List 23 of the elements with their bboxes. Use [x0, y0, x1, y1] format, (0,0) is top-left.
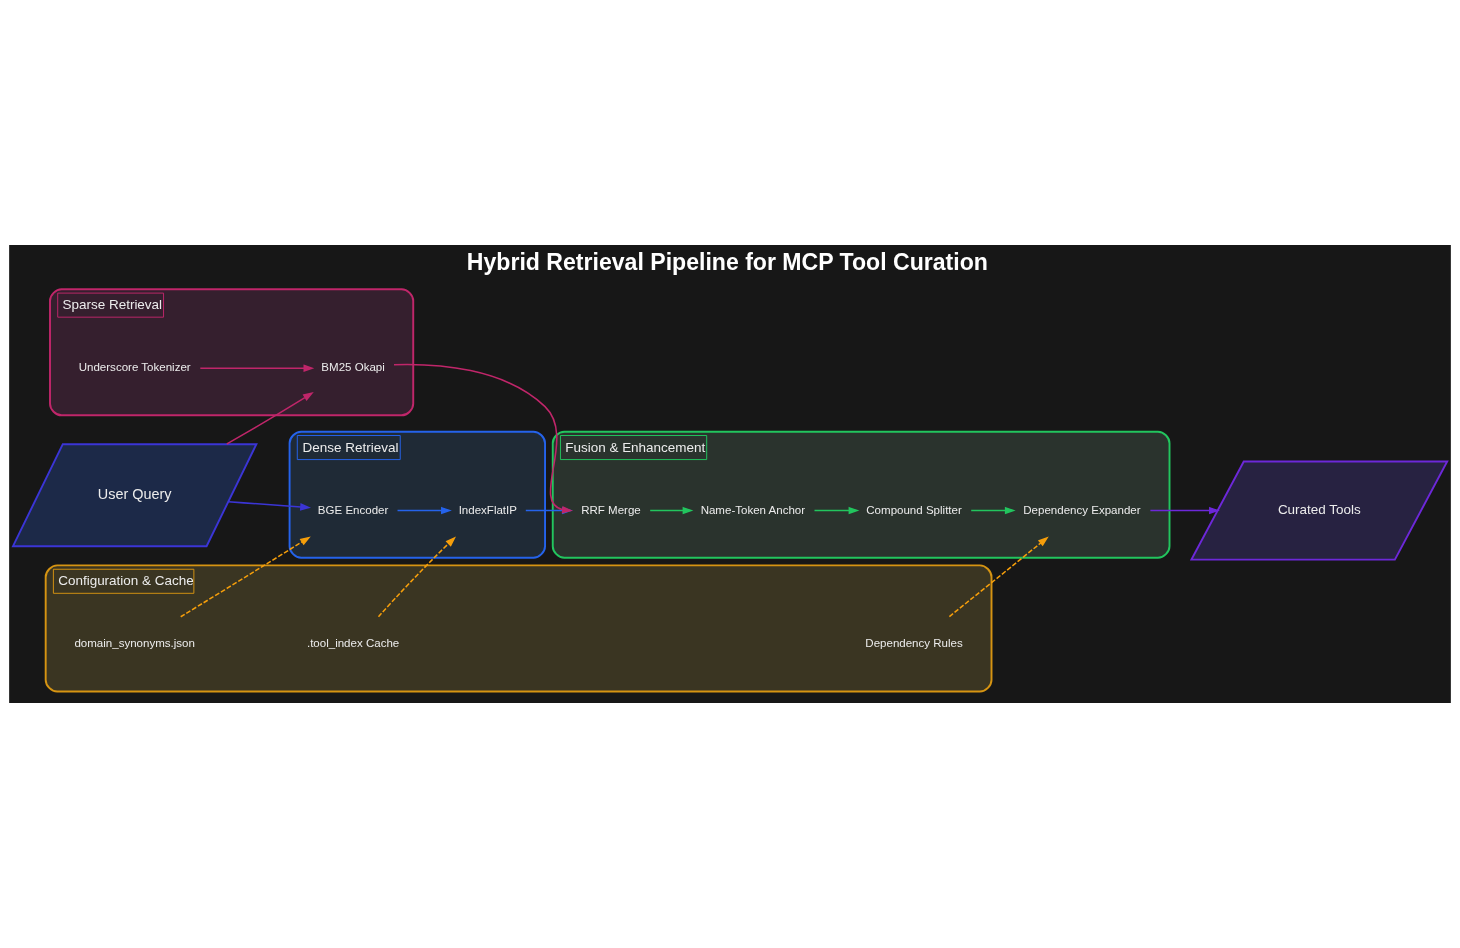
node-text: domain_synonyms.json: [74, 637, 195, 650]
diagram-title: Hybrid Retrieval Pipeline for MCP Tool Curation: [466, 249, 988, 276]
arrow: [226, 392, 314, 445]
arrow: [1149, 506, 1220, 515]
node-text: .tool_index Cache: [306, 637, 400, 650]
node-text: Compound Splitter: [866, 503, 962, 516]
node-text: BM25 Okapi: [321, 361, 385, 374]
node-text: Dependency Expander: [1023, 503, 1141, 516]
node-text: Underscore Tokenizer: [78, 361, 191, 374]
arrow: [199, 364, 315, 372]
node-text: RRF Merge: [581, 503, 641, 516]
arrow: [948, 536, 1049, 618]
node-text: IndexFlatIP: [458, 503, 517, 516]
arrow: [396, 506, 452, 515]
node-text: Dependency Rules: [865, 637, 963, 650]
node-text: Name-Token Anchor: [700, 503, 806, 516]
arrow: [377, 536, 456, 618]
arrow: [179, 536, 311, 618]
node-text: BGE Encoder: [317, 503, 389, 516]
arrow: [970, 506, 1016, 515]
arrow: [649, 506, 694, 515]
arrow: [227, 501, 311, 511]
arrow: [813, 506, 860, 515]
